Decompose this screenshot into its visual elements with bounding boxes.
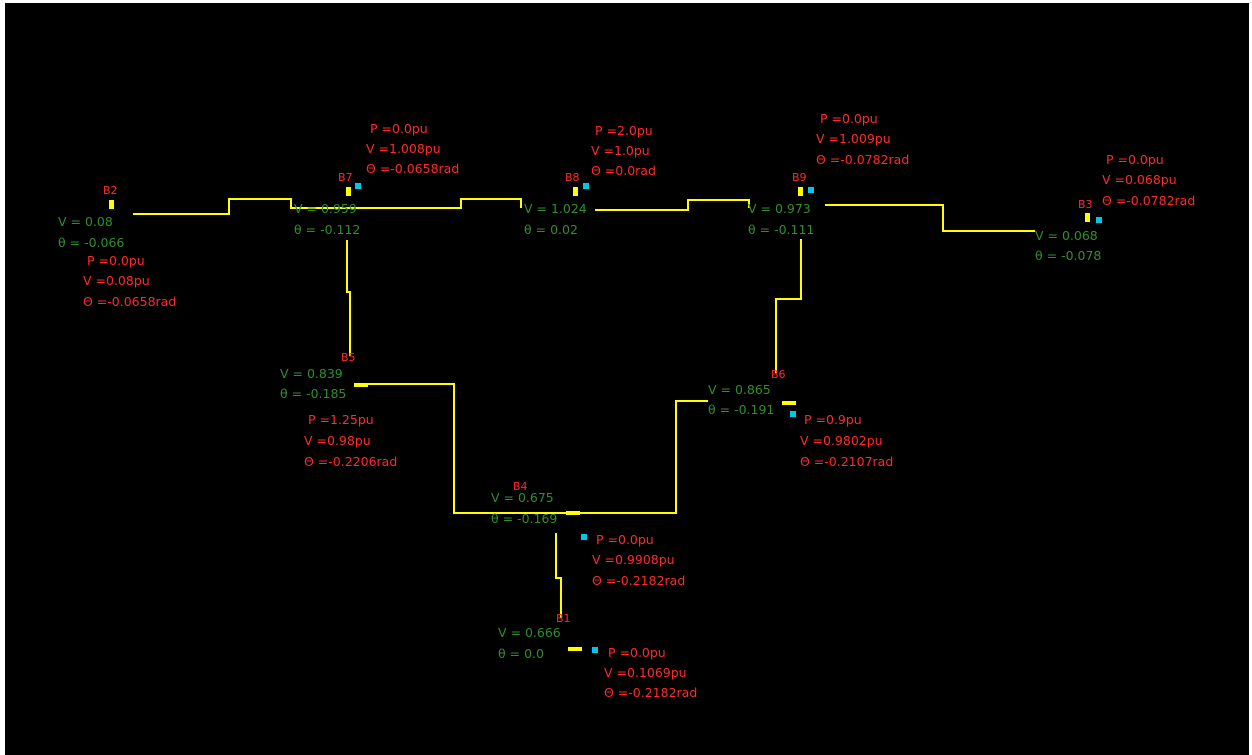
bus-b7-power: P =0.0pu: [370, 121, 428, 136]
bus-b6-power: P =0.9pu: [804, 412, 862, 427]
bus-b8-voltage: V = 1.024: [524, 201, 587, 216]
bus-b3-angle-rad: Θ =-0.0782rad: [1102, 193, 1196, 208]
bus-b4-marker[interactable]: [566, 511, 580, 515]
bus-b3-voltage: V = 0.068: [1035, 228, 1098, 243]
bus-b3-vpu: V =0.068pu: [1102, 172, 1177, 187]
bus-b7-vpu: V =1.008pu: [366, 141, 441, 156]
bus-b9-angle: θ = -0.111: [748, 222, 815, 237]
bus-b7-angle-rad: Θ =-0.0658rad: [366, 161, 460, 176]
bus-b3-power: P =0.0pu: [1106, 152, 1164, 167]
bus-b9-marker[interactable]: [798, 187, 803, 196]
line-b6-b4[interactable]: [775, 239, 802, 373]
bus-b1-marker[interactable]: [568, 647, 582, 651]
line-b4-b6[interactable]: [580, 400, 708, 514]
bus-b2-label: B2: [103, 184, 118, 197]
load-b1-marker[interactable]: [592, 647, 598, 653]
bus-b6-vpu: V =0.9802pu: [800, 433, 883, 448]
bus-b4-power: P =0.0pu: [596, 532, 654, 547]
bus-b1-angle: θ = 0.0: [498, 646, 544, 661]
bus-b9-voltage: V = 0.973: [748, 201, 811, 216]
bus-b4-label: B4: [513, 480, 528, 493]
bus-b3-label: B3: [1078, 198, 1093, 211]
load-b8-marker[interactable]: [583, 183, 589, 189]
bus-b9-vpu: V =1.009pu: [816, 131, 891, 146]
bus-b9-angle-rad: Θ =-0.0782rad: [816, 152, 910, 167]
load-b9-marker[interactable]: [808, 187, 814, 193]
bus-b1-label: B1: [556, 612, 571, 625]
bus-b5-marker[interactable]: [354, 383, 368, 387]
bus-b7-label: B7: [338, 171, 353, 184]
bus-b2-angle: θ = -0.066: [58, 235, 125, 250]
bus-b3-marker[interactable]: [1085, 213, 1090, 222]
load-b7-marker[interactable]: [355, 183, 361, 189]
line-b7-b5[interactable]: [346, 240, 351, 356]
bus-b5-angle: θ = -0.185: [280, 386, 347, 401]
bus-b8-angle: θ = 0.02: [524, 222, 578, 237]
bus-b4-voltage: V = 0.675: [491, 490, 554, 505]
bus-b7-marker[interactable]: [346, 187, 351, 196]
bus-b2-vpu: V =0.08pu: [83, 273, 150, 288]
bus-b4-angle-rad: Θ =-0.2182rad: [592, 573, 686, 588]
load-b3-marker[interactable]: [1096, 217, 1102, 223]
bus-b2-voltage: V = 0.08: [58, 214, 113, 229]
line-b7-b8[interactable]: [370, 198, 522, 209]
line-b2-b7[interactable]: [133, 198, 370, 215]
load-b6-marker[interactable]: [790, 411, 796, 417]
bus-b6-angle: θ = -0.191: [708, 402, 775, 417]
bus-b2-power: P =0.0pu: [87, 253, 145, 268]
bus-b4-angle: θ = -0.169: [491, 511, 558, 526]
bus-b3-angle: θ = -0.078: [1035, 248, 1102, 263]
bus-b5-label: B5: [341, 351, 356, 364]
bus-b1-angle-rad: Θ =-0.2182rad: [604, 685, 698, 700]
bus-b5-angle-rad: Θ =-0.2206rad: [304, 454, 398, 469]
bus-b5-voltage: V = 0.839: [280, 366, 343, 381]
bus-b6-angle-rad: Θ =-0.2107rad: [800, 454, 894, 469]
bus-b1-voltage: V = 0.666: [498, 625, 561, 640]
network-canvas: B2 V = 0.08 θ = -0.066 P =0.0pu V =0.08p…: [5, 3, 1249, 755]
bus-b8-power: P =2.0pu: [595, 123, 653, 138]
bus-b9-label: B9: [792, 171, 807, 184]
bus-b8-label: B8: [565, 171, 580, 184]
bus-b2-marker[interactable]: [109, 200, 114, 209]
bus-b7-angle: θ = -0.112: [294, 222, 361, 237]
bus-b6-voltage: V = 0.865: [708, 382, 771, 397]
line-b8-b9[interactable]: [595, 199, 750, 211]
line-b9-b3[interactable]: [825, 204, 1035, 232]
bus-b8-angle-rad: Θ =0.0rad: [591, 163, 656, 178]
bus-b2-angle-rad: Θ =-0.0658rad: [83, 294, 177, 309]
bus-b8-vpu: V =1.0pu: [591, 143, 650, 158]
load-b4-marker[interactable]: [581, 534, 587, 540]
bus-b1-vpu: V =0.1069pu: [604, 665, 687, 680]
bus-b5-power: P =1.25pu: [308, 412, 374, 427]
bus-b5-vpu: V =0.98pu: [304, 433, 371, 448]
bus-b6-label: B6: [771, 368, 786, 381]
bus-b8-marker[interactable]: [573, 187, 578, 196]
bus-b6-marker[interactable]: [782, 401, 796, 405]
line-b4-b1[interactable]: [555, 533, 562, 618]
bus-b9-power: P =0.0pu: [820, 111, 878, 126]
network-lines: [109, 183, 1102, 653]
bus-b1-power: P =0.0pu: [608, 645, 666, 660]
bus-b7-voltage: V = 0.959: [294, 201, 357, 216]
bus-b4-vpu: V =0.9908pu: [592, 552, 675, 567]
line-b5-b4[interactable]: [367, 383, 568, 514]
